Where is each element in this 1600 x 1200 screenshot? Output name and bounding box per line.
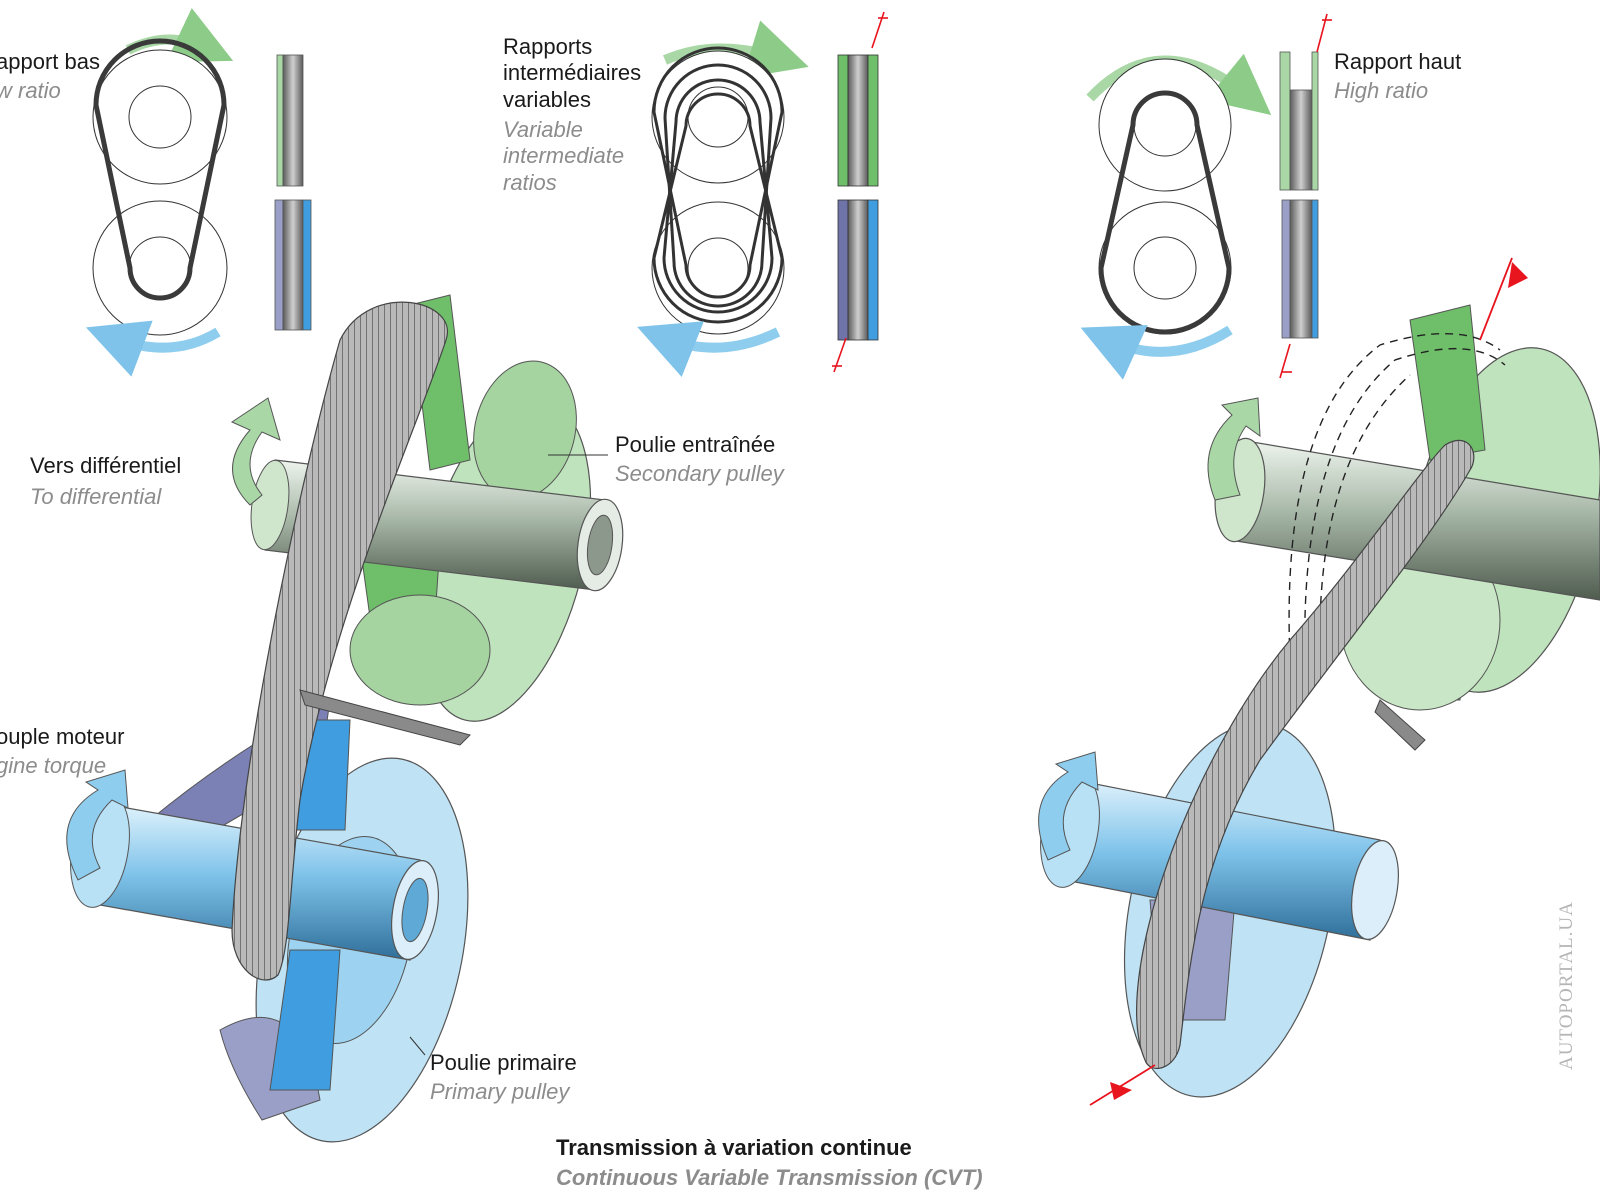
intermediate-schematic — [637, 11, 888, 377]
belt-loop — [1098, 90, 1232, 335]
primary-pulley-translation: Primary pulley — [430, 1079, 570, 1104]
belt-loop — [93, 38, 227, 301]
intermediate-fr-line-3: variables — [503, 86, 592, 112]
intermediate-ratios-translation: Variable intermediate ratios — [503, 117, 624, 196]
intermediate-fr-line-2: intermédiaires — [503, 60, 642, 86]
primary-pulley-label: Poulie primaire — [430, 1050, 577, 1075]
intermediate-ratios-label: Rapports intermédiaires variables — [503, 34, 641, 113]
rotation-arrow-bottom — [85, 320, 221, 377]
intermediate-en-line-3: ratios — [503, 169, 557, 195]
assembly-left — [66, 294, 624, 1143]
engine-torque-label: ouple moteur — [0, 724, 125, 749]
low-ratio-schematic — [85, 8, 312, 377]
intermediate-en-line-2: intermediate — [503, 143, 625, 169]
watermark: AUTOPORTAL.UA — [1556, 901, 1577, 1070]
differential-label: Vers différentiel — [30, 453, 182, 478]
engine-torque-translation: gine torque — [0, 753, 107, 778]
secondary-pulley-translation: Secondary pulley — [615, 461, 784, 486]
high-ratio-schematic — [1080, 13, 1332, 380]
diagram-title: Transmission à variation continue — [556, 1135, 912, 1160]
input-rotation-arrow-icon — [66, 769, 129, 881]
red-marker-icon — [832, 11, 888, 373]
diagram-title-translation: Continuous Variable Transmission (CVT) — [556, 1165, 983, 1190]
secondary-pulley-label: Poulie entraînée — [615, 432, 776, 457]
red-marker-icon — [1089, 257, 1513, 1106]
low-ratio-label: apport bas — [0, 49, 100, 74]
intermediate-fr-line-1: Rapports — [503, 34, 593, 59]
belt — [231, 301, 449, 981]
assembly-right — [1038, 257, 1600, 1106]
intermediate-en-line-1: Variable — [503, 117, 583, 142]
high-ratio-translation: High ratio — [1334, 78, 1429, 103]
differential-translation: To differential — [30, 484, 162, 509]
leader-lines — [409, 454, 608, 1056]
low-ratio-translation: w ratio — [0, 78, 61, 103]
belt — [1136, 439, 1475, 1069]
output-rotation-arrow-icon — [230, 397, 281, 506]
high-ratio-label: Rapport haut — [1334, 49, 1462, 74]
